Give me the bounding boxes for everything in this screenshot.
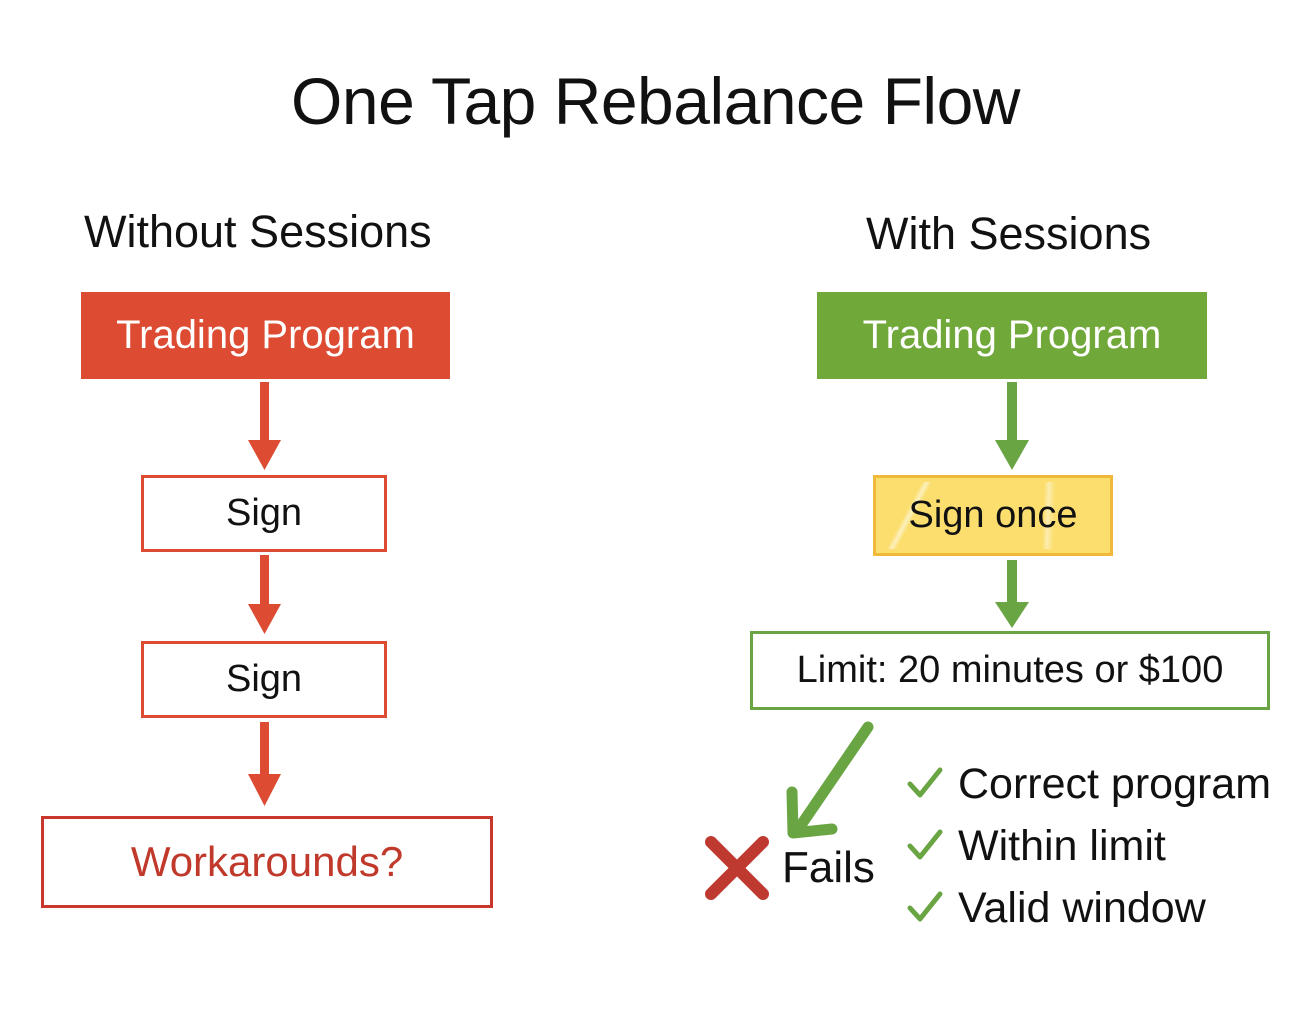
node-label: Trading Program (862, 313, 1162, 357)
page-title: One Tap Rebalance Flow (291, 64, 1020, 138)
checklist-item-label: Within limit (958, 822, 1166, 870)
arrow-left-3 (248, 722, 281, 806)
failure-marker: Fails (700, 831, 875, 905)
node-limit[interactable]: Limit: 20 minutes or $100 (750, 631, 1270, 710)
node-sign-once[interactable]: Sign once (873, 475, 1113, 556)
column-header-without-sessions: Without Sessions (84, 206, 432, 257)
node-trading-program-right[interactable]: Trading Program (817, 292, 1207, 379)
node-label: Sign (225, 658, 303, 700)
node-label: Trading Program (116, 313, 415, 357)
arrow-right-1 (995, 382, 1029, 470)
node-sign-second[interactable]: Sign (141, 641, 387, 718)
arrow-right-fails (786, 721, 874, 839)
node-trading-program-left[interactable]: Trading Program (81, 292, 450, 379)
arrow-right-2 (995, 560, 1029, 628)
checklist-item: Within limit (906, 815, 1271, 877)
node-sign-first[interactable]: Sign (141, 475, 387, 552)
node-label: Workarounds? (130, 838, 404, 885)
column-header-with-sessions: With Sessions (866, 208, 1152, 259)
arrow-left-1 (248, 382, 281, 470)
check-icon (907, 891, 943, 922)
checklist-item: Correct program (906, 753, 1271, 815)
check-icon (907, 767, 943, 798)
node-label: Sign once (908, 494, 1078, 536)
node-workarounds[interactable]: Workarounds? (41, 816, 493, 908)
x-mark-icon (705, 836, 769, 900)
check-icon (907, 829, 943, 860)
checklist-item-label: Correct program (958, 760, 1272, 808)
node-label: Limit: 20 minutes or $100 (796, 649, 1224, 691)
failure-label: Fails (782, 843, 875, 892)
checklist: Correct program Within limit Valid windo… (906, 753, 1271, 939)
arrow-left-2 (248, 555, 281, 634)
node-label: Sign (225, 492, 303, 534)
checklist-item: Valid window (906, 877, 1271, 939)
checklist-item-label: Valid window (958, 884, 1206, 932)
